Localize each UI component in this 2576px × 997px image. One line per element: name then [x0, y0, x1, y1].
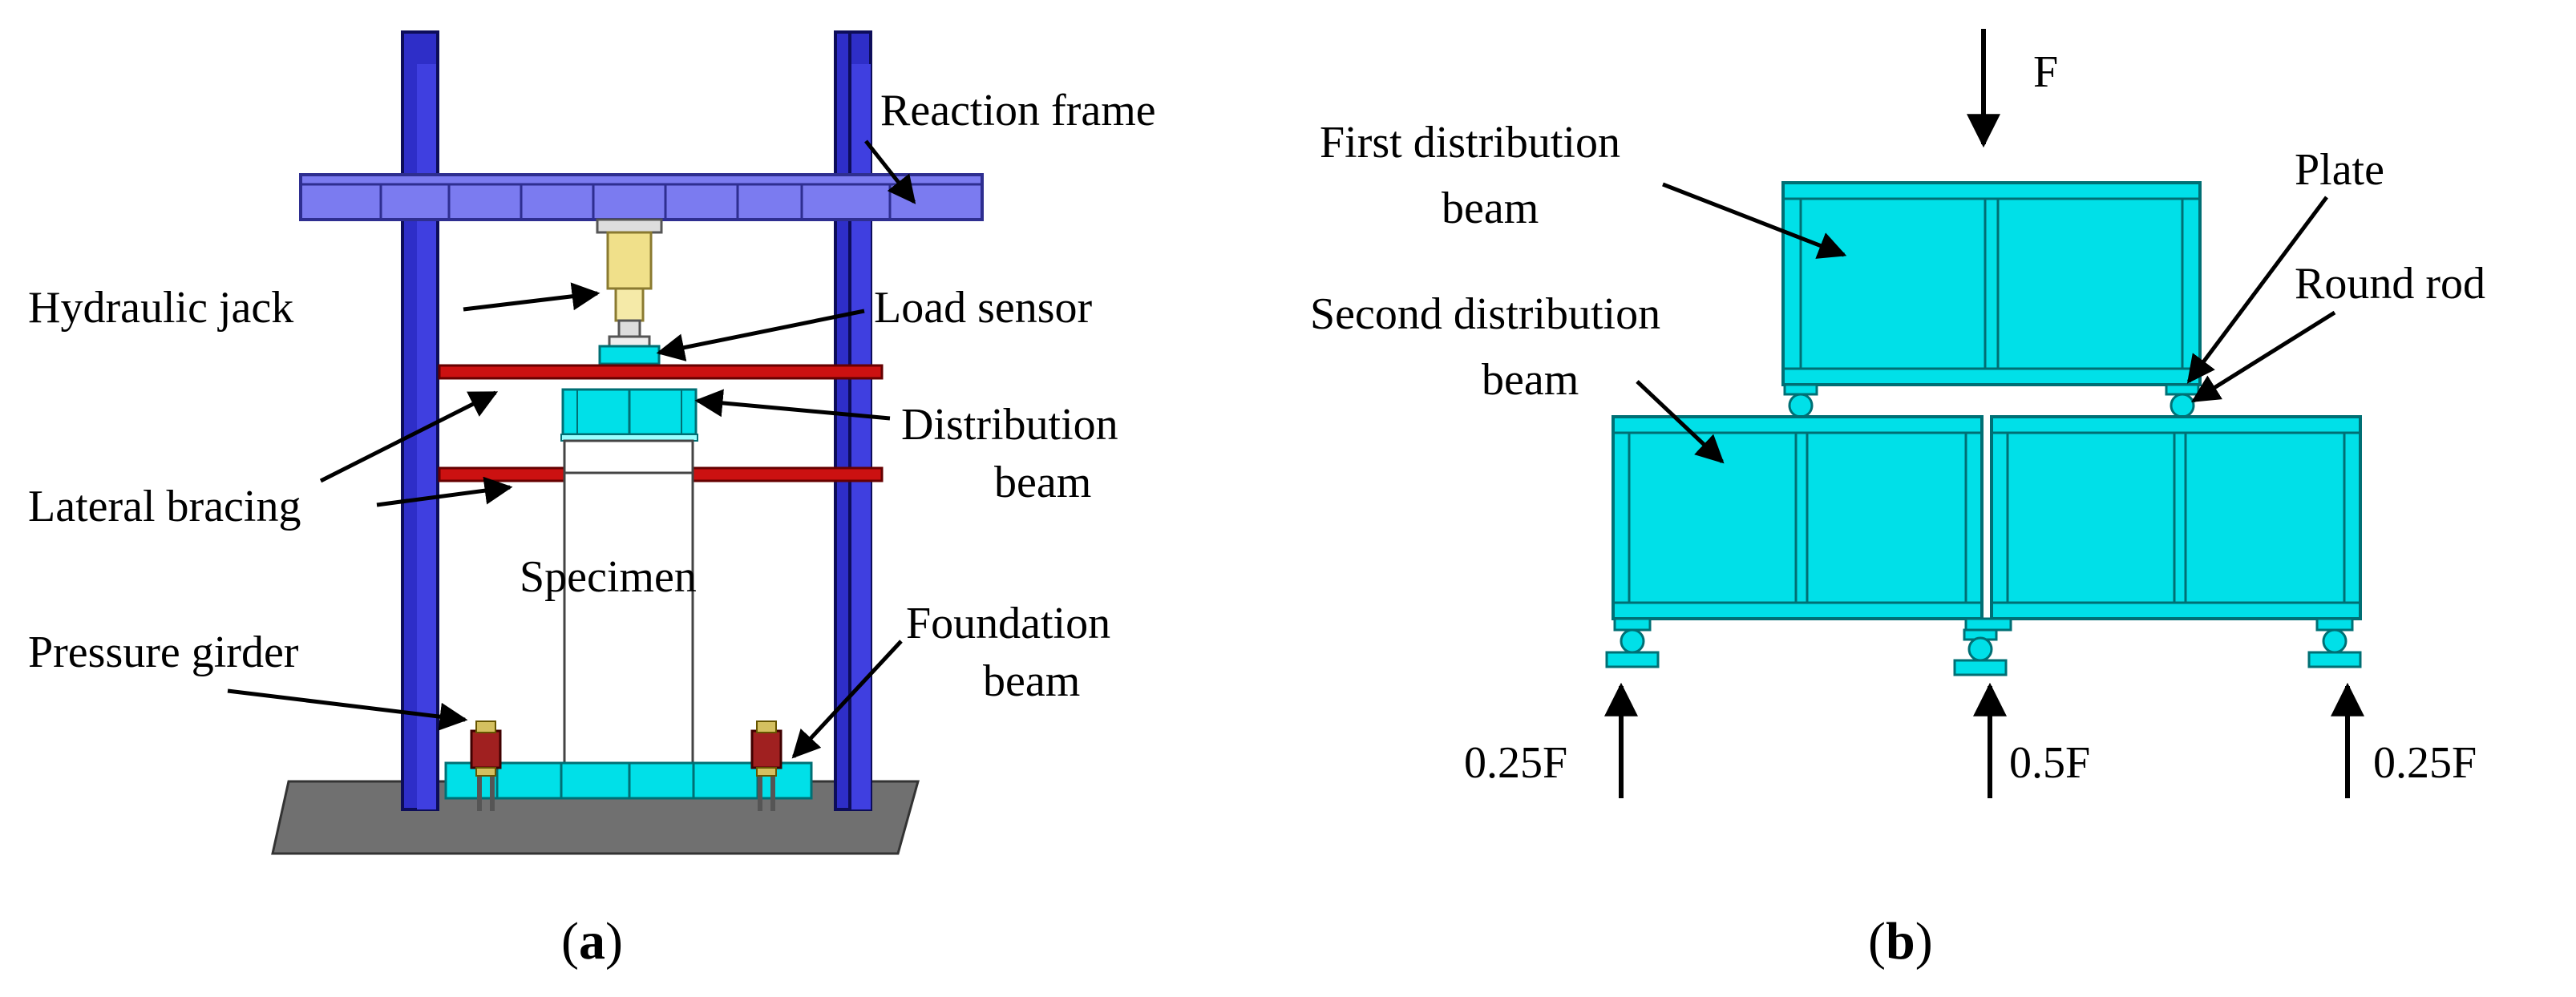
first-distribution-beam [1781, 181, 2202, 418]
label-second-beam-line2: beam [1482, 355, 1579, 405]
support-left [1605, 617, 1660, 668]
arrow-foundation-beam [791, 640, 903, 759]
label-reaction-frame: Reaction frame [880, 86, 1156, 135]
label-hydraulic-jack: Hydraulic jack [28, 283, 293, 333]
label-first-beam-line1: First distribution [1320, 118, 1620, 168]
arrow-hydraulic-jack [463, 282, 601, 312]
arrow-pressure-girder [227, 688, 468, 731]
specimen [563, 439, 694, 765]
arrow-plate [2186, 196, 2329, 384]
label-round-rod: Round rod [2295, 259, 2485, 309]
label-specimen: Specimen [520, 552, 697, 602]
caption-a: (a) [561, 912, 623, 971]
panel-a: Reaction frame Hydraulic jack Load senso… [28, 30, 1156, 971]
arrow-first-beam [1662, 182, 1847, 259]
support-right [2307, 617, 2362, 668]
second-distribution-beam-left [1612, 415, 1984, 620]
arrow-reaction-frame [864, 139, 916, 204]
label-second-beam-line1: Second distribution [1310, 289, 1660, 339]
arrow-second-beam [1636, 380, 1725, 464]
arrow-distribution-beam [694, 389, 891, 421]
label-load-f: F [2033, 47, 2058, 97]
arrow-round-rod [2191, 310, 2336, 403]
hydraulic-jack [596, 218, 663, 338]
center-plate [1964, 617, 2012, 632]
support-middle [1953, 628, 2008, 676]
distribution-beam-a [560, 388, 698, 442]
load-sensor [598, 335, 661, 365]
arrow-lateral-bracing-upper [319, 390, 499, 483]
label-pressure-girder: Pressure girder [28, 628, 299, 677]
pressure-girder-left [470, 721, 502, 811]
reaction-frame-left-column [401, 30, 439, 811]
label-reaction-right: 0.25F [2373, 738, 2477, 788]
second-distribution-beam-right [1990, 415, 2362, 620]
label-reaction-mid: 0.5F [2009, 738, 2090, 788]
label-plate: Plate [2295, 145, 2384, 195]
label-load-sensor: Load sensor [874, 283, 1093, 333]
label-first-beam-line2: beam [1442, 184, 1539, 233]
label-foundation-beam-line1: Foundation [906, 599, 1110, 648]
caption-b: (b) [1868, 912, 1933, 971]
arrow-lateral-bracing-lower [376, 476, 513, 507]
label-foundation-beam-line2: beam [983, 656, 1080, 706]
pressure-girder-right [750, 721, 783, 811]
panel-b: F 0.25F 0.5F 0.25F First distribution be… [1310, 29, 2485, 971]
lateral-bracing-upper [438, 364, 884, 380]
foundation-beam-a [444, 761, 813, 800]
label-distribution-beam-line2: beam [994, 458, 1091, 507]
reaction-frame-beam [299, 173, 984, 221]
arrow-load-sensor [656, 309, 865, 361]
label-lateral-bracing: Lateral bracing [28, 482, 301, 531]
label-distribution-beam-line1: Distribution [901, 400, 1118, 450]
label-reaction-left: 0.25F [1464, 738, 1567, 788]
